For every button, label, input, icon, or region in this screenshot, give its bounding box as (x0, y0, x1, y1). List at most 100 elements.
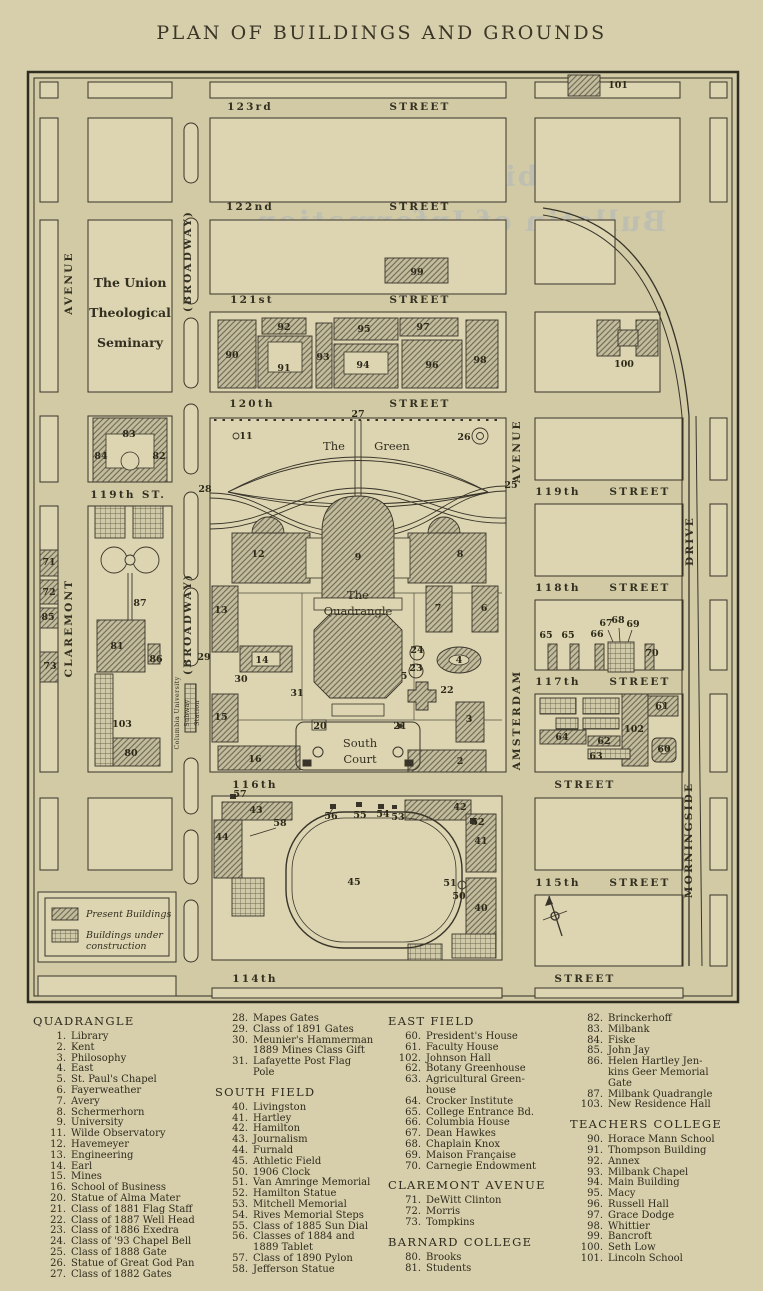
legend-item-name: Fayerweather (71, 1084, 142, 1096)
legend-item: 4.East (33, 1064, 211, 1075)
avenue-label: AMSTERDAM (511, 670, 523, 772)
legend-item: 68.Chaplain Knox (388, 1139, 568, 1151)
street-label: STREET (554, 779, 615, 791)
legend-item-name: Earl (71, 1160, 93, 1172)
street-label: STREET (609, 486, 670, 498)
legend-item: 27.Class of 1882 Gates (33, 1269, 211, 1281)
legend-item-number: 52. (232, 1188, 248, 1200)
area-label: Court (343, 752, 377, 766)
legend-item-name: Hamilton (253, 1123, 301, 1135)
avenue-label: CLAREMONT (63, 579, 75, 678)
area-label: Green (374, 439, 410, 453)
legend-item-number: 24. (50, 1236, 66, 1248)
legend-item-name: Library (71, 1031, 109, 1042)
legend-item-number: 31. (232, 1056, 248, 1068)
building-number: 40 (474, 903, 488, 914)
legend-item-number: 54. (232, 1209, 248, 1221)
building-number: 67 (599, 618, 612, 629)
building-number: 22 (440, 685, 453, 696)
area-label: The (323, 439, 345, 453)
legend-item-number: 3. (56, 1052, 66, 1064)
legend-item: 29.Class of 1891 Gates (215, 1023, 387, 1036)
building-number: 61 (655, 701, 668, 712)
compass-icon (542, 895, 568, 937)
legend-item: 7.Avery (33, 1095, 211, 1108)
legend-item-name: John Jay (608, 1045, 650, 1057)
legend-item: 20.Statue of Alma Mater (33, 1192, 211, 1205)
legend-item: 64.Crocker Institute (388, 1096, 568, 1108)
legend-item: 40.Livingston (215, 1102, 387, 1114)
building-number: 87 (133, 598, 146, 609)
legend-item: 43.Journalism (215, 1134, 387, 1146)
legend-item-number: 7. (56, 1095, 66, 1107)
building-number: 54 (376, 809, 390, 820)
legend-item: 45.Athletic Field (215, 1155, 387, 1168)
legend-item-name: Wilde Observatory (71, 1128, 166, 1140)
legend-item: 103.New Residence Hall (570, 1100, 760, 1111)
building-number: 30 (234, 674, 248, 685)
legend-item-number: 30. (232, 1034, 248, 1046)
legend-item-name: Statue of Alma Mater (71, 1192, 181, 1204)
building-number: 5 (401, 671, 408, 682)
legend-item-name: Milbank Quadrangle (608, 1088, 713, 1100)
legend-item: 70.Carnegie Endowment (388, 1160, 568, 1173)
avenue-label: Subway (184, 699, 191, 727)
legend-item-name: Class of 1885 Sun Dial (253, 1220, 369, 1232)
legend-item-number: 98. (587, 1220, 603, 1232)
legend-item-number: 41. (232, 1112, 248, 1124)
legend-item-number: 29. (232, 1023, 248, 1035)
building-number: 63 (589, 751, 602, 762)
legend-item: 99.Bancroft (570, 1232, 760, 1243)
legend-item-name: Statue of Great God Pan (71, 1257, 195, 1269)
buildings-under-construction (94, 505, 635, 961)
building-number: 11 (239, 431, 252, 442)
legend-item-number: 51. (232, 1177, 248, 1189)
avenue-label: (BROADWAY) (182, 210, 194, 312)
street-label: 118th (535, 582, 580, 594)
legend-item-number: 81. (405, 1262, 421, 1274)
legend-item: 21.Class of 1881 Flag Staff (33, 1204, 211, 1216)
legend-item-name: Jefferson Statue (253, 1263, 335, 1275)
building-number: 65 (561, 630, 574, 641)
legend-item-number: 70. (405, 1160, 421, 1172)
legend-item-name: Brooks (426, 1251, 462, 1263)
legend-item-number: 99. (587, 1231, 603, 1243)
legend-item-name: St. Paul's Chapel (71, 1074, 157, 1086)
legend-item-number: 50. (232, 1166, 248, 1178)
street-label: STREET (389, 294, 450, 306)
building-number: 14 (255, 655, 269, 666)
drive-curve (542, 207, 703, 967)
legend-item-number: 45. (232, 1155, 248, 1167)
avenue-label: Columbia University (174, 676, 181, 749)
legend-item-number: 57. (232, 1252, 248, 1264)
avenue-label: AVENUE (511, 419, 523, 484)
street-label: 122nd (226, 201, 274, 213)
broadway-medians (183, 122, 199, 963)
legend-item: 13.Engineering (33, 1150, 211, 1162)
building-number: 55 (353, 810, 366, 821)
legend-item: 72.Morris (388, 1206, 568, 1218)
street-label: 117th (535, 676, 580, 688)
legend-item-name: Mines (71, 1171, 102, 1183)
legend-item-number: 2. (56, 1041, 66, 1053)
building-number: 3 (466, 714, 473, 725)
legend-item: 91.Thompson Building (570, 1145, 760, 1157)
legend-item-number: 6. (56, 1084, 66, 1096)
legend-item-name: Whittier (608, 1220, 650, 1232)
legend-item: 67.Dean Hawkes (388, 1128, 568, 1140)
legend-item-name: Grace Dodge (608, 1209, 675, 1221)
building-number: 90 (225, 350, 239, 361)
street-label: ST. (142, 489, 166, 501)
legend-item: 92.Annex (570, 1156, 760, 1168)
legend-item-name: Mapes Gates (253, 1013, 319, 1024)
legend-item: 63.Agricultural Green-house (388, 1074, 568, 1097)
building-number: 7 (435, 603, 442, 614)
building-number: 13 (214, 605, 227, 616)
legend-item-name: Milbank Chapel (608, 1166, 689, 1178)
legend-item-name: Schermerhorn (71, 1106, 145, 1118)
building-number: 85 (41, 612, 54, 623)
